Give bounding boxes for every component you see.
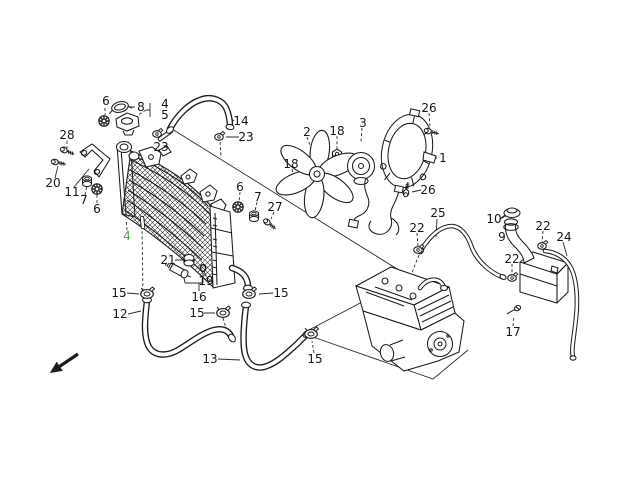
upper-hose bbox=[152, 95, 235, 141]
tank-screw bbox=[506, 304, 522, 315]
thermo-sensor bbox=[164, 262, 191, 279]
cooling-fan bbox=[275, 129, 359, 219]
callout-23: 23 bbox=[153, 140, 169, 154]
callout-1: 1 bbox=[439, 151, 447, 165]
callout-15: 15 bbox=[273, 286, 289, 300]
front-direction-arrow-icon bbox=[49, 352, 79, 374]
mounting-stay bbox=[50, 143, 111, 195]
callout-3: 3 bbox=[359, 116, 367, 130]
callout-18: 18 bbox=[329, 124, 345, 138]
callout-15: 15 bbox=[307, 352, 323, 366]
callout-9: 9 bbox=[498, 230, 506, 244]
callout-4: 4 bbox=[161, 97, 169, 111]
tank-cap bbox=[499, 207, 521, 220]
callout-4: 4 bbox=[123, 229, 131, 243]
callout-13: 13 bbox=[202, 352, 218, 366]
reserve-tank bbox=[499, 207, 569, 315]
callout-19: 19 bbox=[198, 274, 214, 288]
siphon-hose bbox=[413, 223, 507, 280]
callout-6: 6 bbox=[236, 180, 244, 194]
callout-11: 11 bbox=[64, 185, 80, 199]
callout-5: 5 bbox=[161, 108, 169, 122]
sensor-parts bbox=[164, 253, 207, 279]
callout-12: 12 bbox=[112, 307, 128, 321]
callout-22: 22 bbox=[409, 221, 425, 235]
callout-6: 6 bbox=[93, 202, 101, 216]
callout-16: 16 bbox=[191, 290, 207, 304]
callout-22: 22 bbox=[535, 219, 551, 233]
callout-15: 15 bbox=[111, 286, 127, 300]
callout-6: 6 bbox=[102, 94, 110, 108]
overflow-hose bbox=[542, 248, 580, 361]
callout-17: 17 bbox=[505, 325, 521, 339]
callout-26: 26 bbox=[421, 101, 437, 115]
callout-22: 22 bbox=[504, 252, 520, 266]
callout-7: 7 bbox=[80, 193, 88, 207]
callout-27: 27 bbox=[267, 200, 283, 214]
callout-14: 14 bbox=[233, 114, 249, 128]
callout-21: 21 bbox=[160, 253, 176, 267]
callout-24: 24 bbox=[556, 230, 572, 244]
callout-28: 28 bbox=[59, 128, 75, 142]
fan-motor bbox=[346, 151, 400, 236]
lower-hoses bbox=[140, 286, 320, 371]
callout-25: 25 bbox=[430, 206, 446, 220]
fan-shroud bbox=[379, 108, 440, 198]
radiator bbox=[115, 128, 254, 292]
callout-7: 7 bbox=[254, 190, 262, 204]
radiator-cap-parts bbox=[98, 101, 140, 136]
callout-15: 15 bbox=[189, 306, 205, 320]
callout-20: 20 bbox=[45, 176, 61, 190]
callout-2: 2 bbox=[303, 125, 311, 139]
callout-18: 18 bbox=[283, 157, 299, 171]
callout-10: 10 bbox=[486, 212, 502, 226]
callout-23: 23 bbox=[238, 130, 254, 144]
callout-8: 8 bbox=[137, 100, 145, 114]
callout-26: 26 bbox=[420, 183, 436, 197]
engine-assembly bbox=[354, 266, 465, 372]
